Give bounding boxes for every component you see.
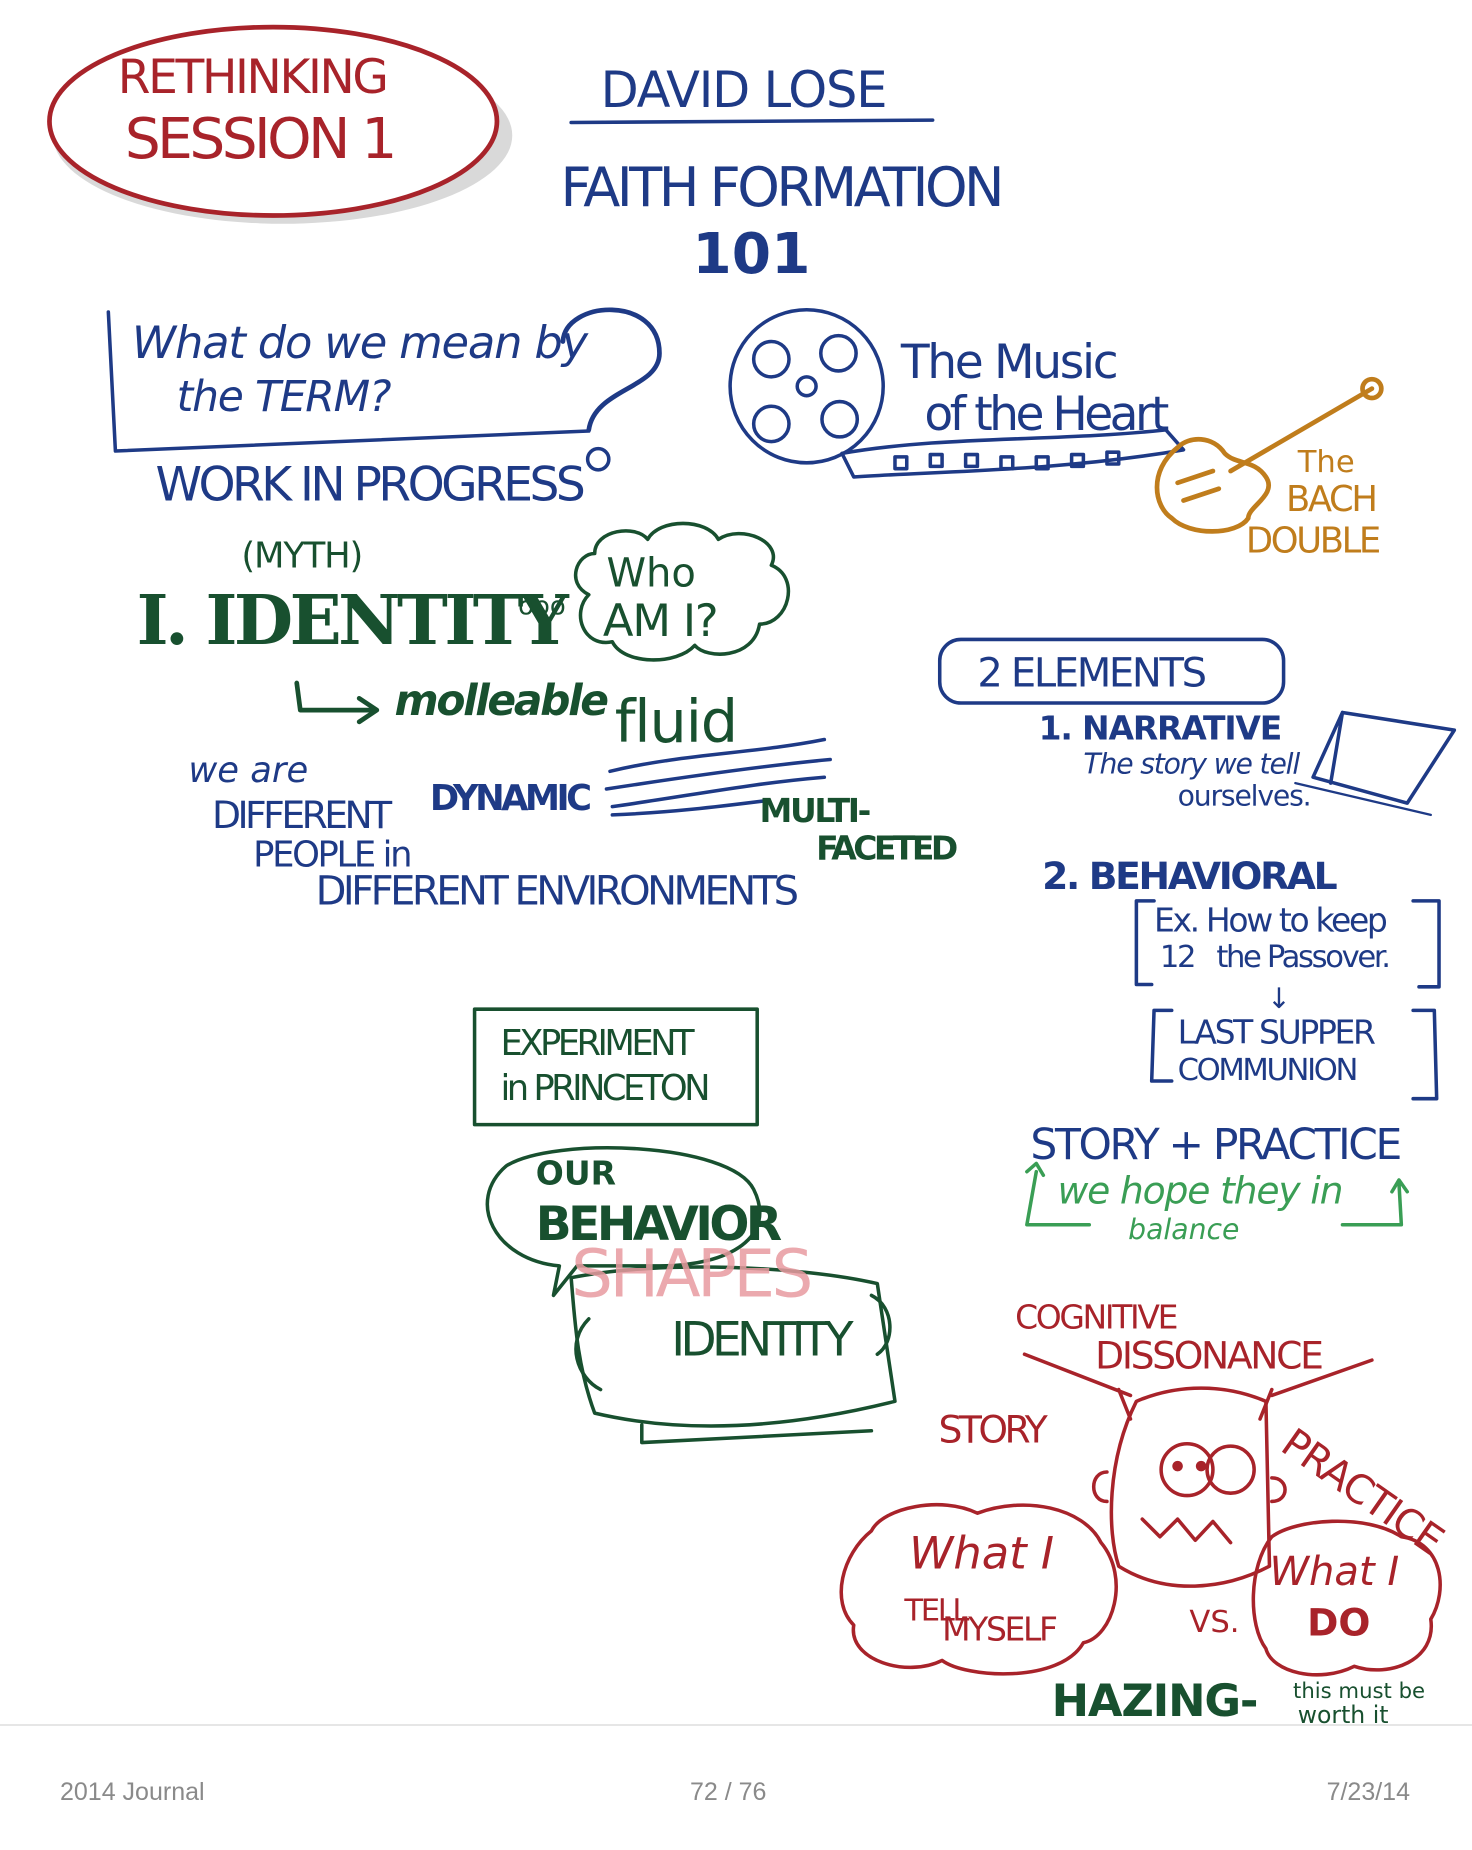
identity-label: IDENTITY [671,1313,853,1368]
frustrated-face-icon [1022,1352,1374,1588]
hazing-note-2: worth it [1297,1700,1389,1729]
bach-line-1: The [1297,445,1355,481]
example-line-2: 12 the Passover. [1159,939,1391,976]
shapes-label: SHAPES [571,1236,813,1314]
cognitive-label: COGNITIVE [1015,1297,1178,1337]
identity-heading: I. IDENTITY [136,580,569,661]
experiment-line-2: in PRINCETON [500,1068,710,1110]
tell-line-3: MYSELF [942,1609,1058,1649]
question-line-1: What do we mean by [131,316,588,369]
malleable-label: molleable [394,677,609,726]
work-in-progress: WORK IN PROGRESS [155,458,585,513]
title-bubble-shape [47,24,513,224]
speaker-name: DAVID LOSE [600,61,888,119]
supper-line-2: COMMUNION [1177,1052,1359,1089]
question-box [106,310,591,453]
story-label: STORY [938,1407,1048,1452]
question-mark-icon [560,307,662,433]
music-line-1: The Music [900,335,1119,390]
story-practice-label: STORY + PRACTICE [1030,1121,1402,1170]
supper-line-1: LAST SUPPER [1177,1012,1376,1052]
journal-title: 2014 Journal [60,1778,205,1806]
we-are-label: we are [188,750,309,792]
thought-cloud [573,521,790,662]
hope-line-1: we hope they in [1057,1168,1343,1213]
title-line-1: RETHINKING [117,50,389,105]
identity-dots: ooo [518,592,566,622]
journal-date: 7/23/14 [1326,1778,1410,1806]
elements-box [937,637,1286,705]
dissonance-label: DISSONANCE [1095,1333,1324,1378]
book-icon [1311,710,1457,805]
title-line-2: SESSION 1 [124,105,397,172]
violin-icon [1154,376,1384,534]
hazing-label: HAZING- [1051,1674,1259,1727]
music-line-2: of the Heart [924,387,1169,442]
narrative-desc-1: The story we tell [1083,747,1300,781]
tell-line-1: What I [909,1527,1055,1580]
film-reel-icon [728,307,1186,479]
do-cloud [1251,1519,1442,1677]
vs-label: VS. [1189,1605,1240,1641]
faceted-label: FACETED [816,829,958,868]
example-bracket [1134,899,1441,989]
do-line-2: DO [1307,1600,1371,1646]
hope-line-2: balance [1128,1212,1240,1246]
tell-cloud [839,1502,1118,1676]
cloud-line-1: Who [606,549,696,598]
different-label: DIFFERENT [211,792,392,838]
hazing-note-1: this must be [1293,1679,1426,1704]
people-in-label: PEOPLE in [253,834,412,877]
bach-line-3: DOUBLE [1245,520,1381,562]
down-arrow-icon: ↓ [1267,982,1291,1016]
behavioral-label: 2. BEHAVIORAL [1042,853,1337,899]
course-title: FAITH FORMATION [560,155,1005,220]
speech-bubble [485,1146,762,1298]
wavy-lines [604,737,832,817]
environments-label: DIFFERENT ENVIRONMENTS [315,867,799,915]
bach-line-2: BACH [1285,479,1378,521]
narrative-desc-2: ourselves. [1177,779,1312,813]
do-line-1: What I [1269,1548,1400,1596]
cloud-line-2: AM I? [602,594,719,647]
elements-heading: 2 ELEMENTS [977,650,1207,698]
arrow-icon [294,680,380,725]
page-indicator: 72 / 76 [690,1778,767,1806]
experiment-box [472,1007,759,1127]
balance-arrows [1025,1161,1409,1227]
multi-label: MULTI- [759,791,872,831]
speaker-underline [569,118,935,125]
tell-line-2: TELL [904,1593,969,1629]
narrative-label: 1. NARRATIVE [1038,708,1283,748]
dynamic-label: DYNAMIC [429,778,592,820]
experiment-line-1: EXPERIMENT [500,1023,694,1065]
hands-icon [574,1293,892,1392]
question-line-2: the TERM? [176,373,392,422]
behavior-line-2: BEHAVIOR [535,1197,782,1252]
supper-bracket [1149,1008,1439,1101]
behavior-line-1: OUR [535,1154,617,1193]
page-footer: 2014 Journal 72 / 76 7/23/14 [0,1724,1472,1850]
myth-label: (MYTH) [241,535,363,578]
example-line-1: Ex. How to keep [1154,900,1388,940]
course-number: 101 [692,221,811,288]
fluid-label: fluid [614,687,738,757]
